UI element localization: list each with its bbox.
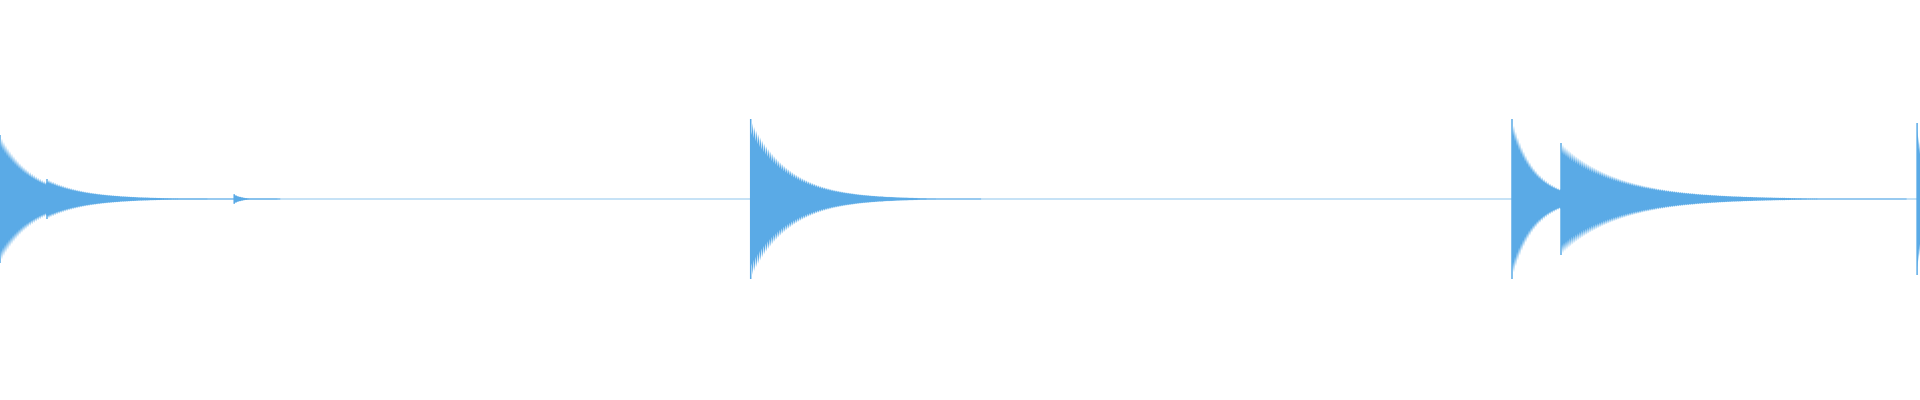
waveform-transient-8 <box>1715 195 1751 203</box>
waveform-transients <box>0 119 1920 279</box>
waveform-transient-2 <box>47 179 278 219</box>
waveform-transient-3 <box>234 194 281 204</box>
waveform-transient-5 <box>845 195 881 203</box>
